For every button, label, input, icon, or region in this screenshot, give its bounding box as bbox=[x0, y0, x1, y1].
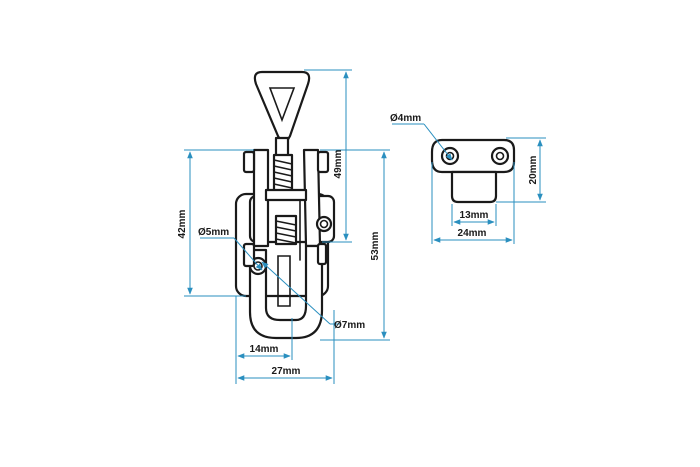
dim-label-20mm: 20mm bbox=[528, 155, 539, 184]
catch-hook bbox=[450, 170, 498, 204]
handle-inner-cutout bbox=[268, 87, 296, 123]
left-pivot-tab bbox=[242, 150, 256, 174]
triangle-handle bbox=[253, 70, 311, 144]
dim-label-53mm: 53mm bbox=[370, 231, 381, 260]
main-dimensions bbox=[184, 69, 390, 384]
catch-dimensions bbox=[392, 123, 546, 244]
dim-label-13mm: 13mm bbox=[460, 210, 489, 221]
crossbar bbox=[264, 188, 308, 202]
handle-stem bbox=[274, 136, 290, 158]
dim-label-4mm: Ø4mm bbox=[390, 113, 421, 124]
dim-label-42mm: 42mm bbox=[177, 209, 188, 238]
right-pivot-tab bbox=[316, 150, 330, 174]
lower-thread bbox=[274, 214, 298, 246]
u-hook bbox=[248, 244, 324, 340]
left-arm bbox=[252, 148, 270, 248]
dim-label-27mm: 27mm bbox=[272, 366, 301, 377]
catch-plate-part bbox=[430, 138, 516, 204]
dim-label-14mm: 14mm bbox=[250, 344, 279, 355]
catch-hole-right bbox=[490, 146, 510, 166]
dim-label-24mm: 24mm bbox=[458, 228, 487, 239]
dim-label-5mm: Ø5mm bbox=[198, 227, 229, 238]
mount-hole-right bbox=[315, 215, 333, 233]
right-lower-bolt bbox=[316, 242, 328, 266]
dim-label-7mm: Ø7mm bbox=[334, 320, 365, 331]
toggle-latch-part bbox=[234, 70, 336, 340]
dim-label-49mm: 49mm bbox=[333, 149, 344, 178]
